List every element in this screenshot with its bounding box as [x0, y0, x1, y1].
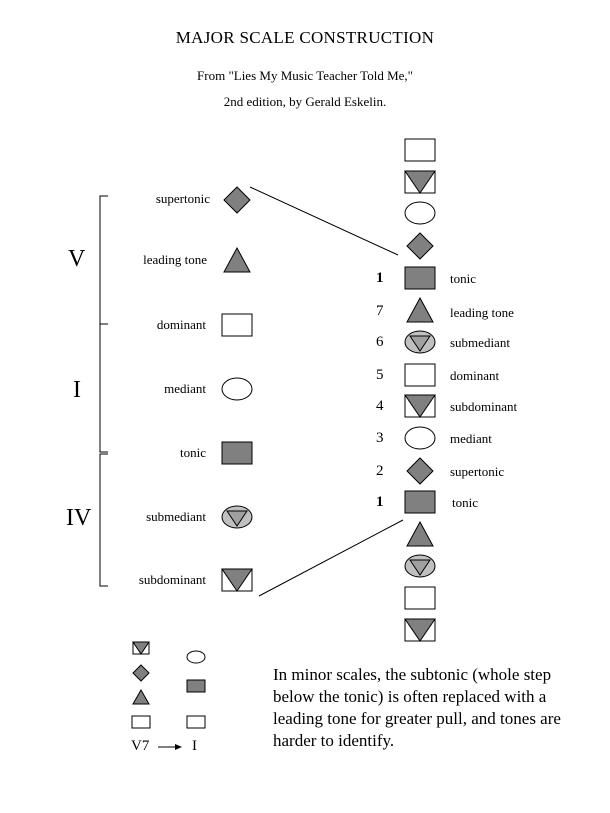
left-label-dominant: dominant [156, 317, 206, 332]
diamond-icon [406, 232, 434, 260]
connector-bottom [258, 519, 404, 597]
rectangle-icon [221, 313, 253, 337]
degree-number: 5 [376, 367, 384, 383]
source-line-1: From "Lies My Music Teacher Told Me," [197, 68, 413, 83]
ellipse-icon [221, 377, 253, 401]
triangle-icon [406, 521, 434, 547]
right-label-tonic: tonic [450, 271, 476, 286]
diamond-icon [223, 186, 251, 214]
left-label-mediant: mediant [164, 381, 206, 396]
right-label-tonic: tonic [452, 495, 478, 510]
degree-number: 1 [376, 494, 384, 510]
minor-scale-note: In minor scales, the subtonic (whole ste… [273, 665, 561, 750]
box-triangle-icon [221, 568, 253, 592]
triangle-icon [223, 247, 251, 273]
roman-i: I [73, 377, 81, 403]
left-label-supertonic: supertonic [155, 191, 210, 206]
right-label-mediant: mediant [450, 431, 492, 446]
arrow-head [175, 744, 182, 750]
filled-rectangle-icon [404, 266, 436, 290]
filled-rectangle-icon [186, 679, 206, 693]
rectangle-icon [404, 586, 436, 610]
left-label-subdominant: subdominant [138, 572, 206, 587]
connector-top [249, 186, 399, 256]
roman-v: V [68, 246, 86, 272]
degree-number: 4 [376, 398, 384, 414]
box-triangle-icon [404, 170, 436, 194]
degree-number: 7 [376, 303, 384, 319]
left-label-leading-tone: leading tone [143, 252, 207, 267]
box-triangle-icon [132, 641, 150, 655]
rectangle-icon [186, 715, 206, 729]
rectangle-icon [131, 715, 151, 729]
rectangle-icon [404, 363, 436, 387]
triangle-icon [406, 297, 434, 323]
box-triangle-icon [404, 394, 436, 418]
right-label-subdominant: subdominant [450, 399, 518, 414]
progression-from: V7 [131, 738, 150, 754]
bracket-iv [99, 453, 108, 587]
degree-number: 6 [376, 334, 384, 350]
roman-iv: IV [66, 505, 92, 531]
diamond-icon [406, 457, 434, 485]
rectangle-icon [404, 138, 436, 162]
filled-rectangle-icon [221, 441, 253, 465]
degree-number: 2 [376, 463, 384, 479]
right-label-leading-tone: leading tone [450, 305, 514, 320]
left-label-submediant: submediant [146, 509, 206, 524]
circle-triangle-icon [221, 505, 253, 529]
right-label-submediant: submediant [450, 335, 510, 350]
degree-number: 3 [376, 430, 384, 446]
degree-number: 1 [376, 270, 384, 286]
triangle-icon [132, 689, 150, 705]
page-title: MAJOR SCALE CONSTRUCTION [175, 28, 435, 47]
right-label-supertonic: supertonic [450, 464, 505, 479]
right-label-dominant: dominant [450, 368, 500, 383]
left-label-tonic: tonic [180, 445, 206, 460]
ellipse-icon [404, 426, 436, 450]
box-triangle-icon [404, 618, 436, 642]
progression-to: I [192, 738, 197, 754]
ellipse-icon [404, 201, 436, 225]
diamond-icon [132, 664, 150, 682]
circle-triangle-icon [404, 330, 436, 354]
source-line-2: 2nd edition, by Gerald Eskelin. [223, 94, 387, 109]
circle-triangle-icon [404, 554, 436, 578]
filled-rectangle-icon [404, 490, 436, 514]
bracket-i [99, 323, 108, 453]
ellipse-icon [186, 650, 206, 664]
